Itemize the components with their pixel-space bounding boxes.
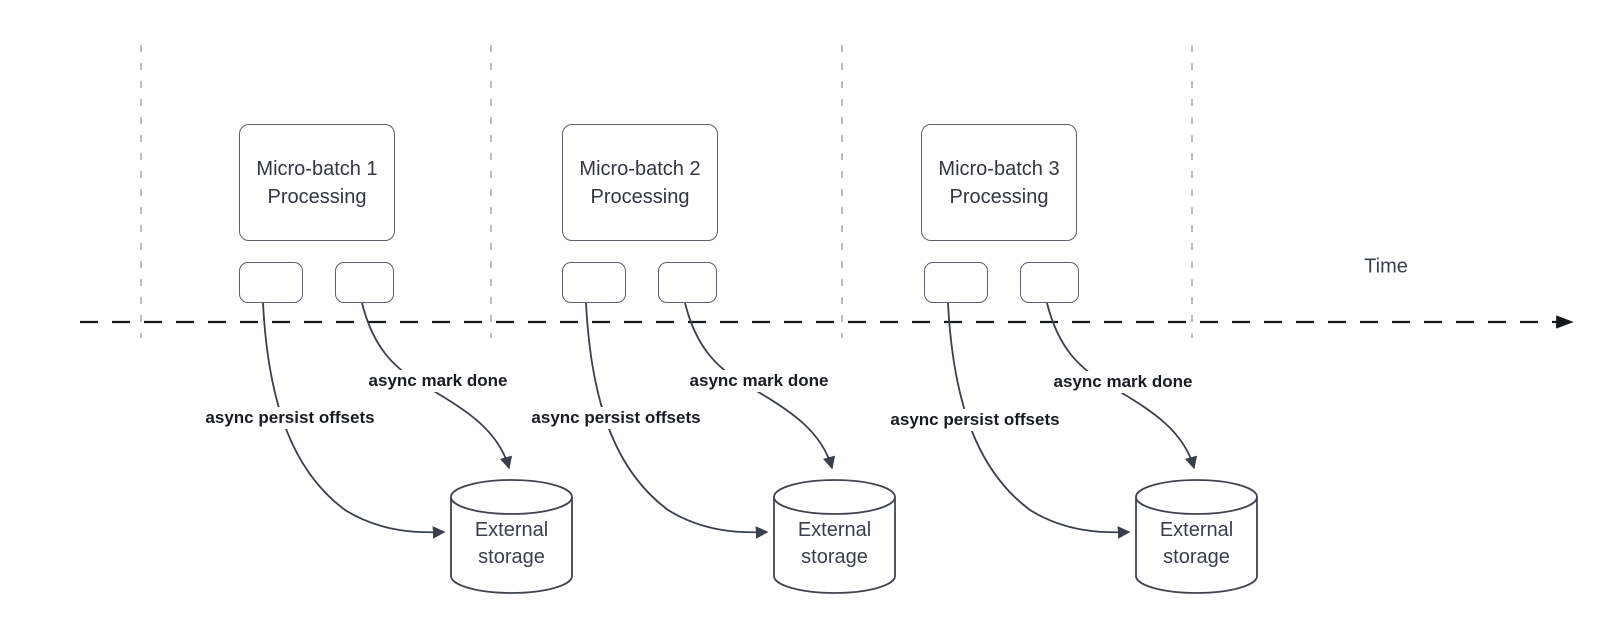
external-storage-cylinder: [773, 479, 896, 594]
persist-offsets-label: async persist offsets: [527, 407, 705, 429]
task-box-right: [335, 262, 394, 303]
mark-done-label: async mark done: [364, 370, 512, 392]
task-box-left: [239, 262, 303, 303]
mark-done-label: async mark done: [1049, 371, 1197, 393]
interval-guide-lines: [140, 45, 1193, 338]
group-3-graphics: [947, 302, 1258, 594]
task-box-left: [562, 262, 626, 303]
persist-offsets-label: async persist offsets: [201, 407, 379, 429]
persist-offsets-label: async persist offsets: [886, 409, 1064, 431]
task-box-right: [1020, 262, 1079, 303]
external-storage-label: External storage: [1159, 519, 1234, 568]
microbatch-1-box: Micro-batch 1 Processing: [239, 124, 395, 241]
task-box-left: [924, 262, 988, 303]
external-storage-cylinder: [450, 479, 573, 594]
group-2-graphics: [585, 302, 896, 594]
persist-offsets-arrow: [947, 302, 1131, 539]
microbatch-3-box: Micro-batch 3 Processing: [921, 124, 1077, 241]
time-label: Time: [1364, 255, 1408, 278]
persist-offsets-arrow: [262, 302, 446, 539]
microbatch-2-box: Micro-batch 2 Processing: [562, 124, 718, 241]
group-1-graphics: [262, 302, 573, 594]
external-storage-cylinder: [1135, 479, 1258, 594]
mark-done-label: async mark done: [685, 370, 833, 392]
persist-offsets-arrow: [585, 302, 769, 539]
task-box-right: [658, 262, 717, 303]
external-storage-label: External storage: [797, 519, 872, 568]
external-storage-label: External storage: [474, 519, 549, 568]
